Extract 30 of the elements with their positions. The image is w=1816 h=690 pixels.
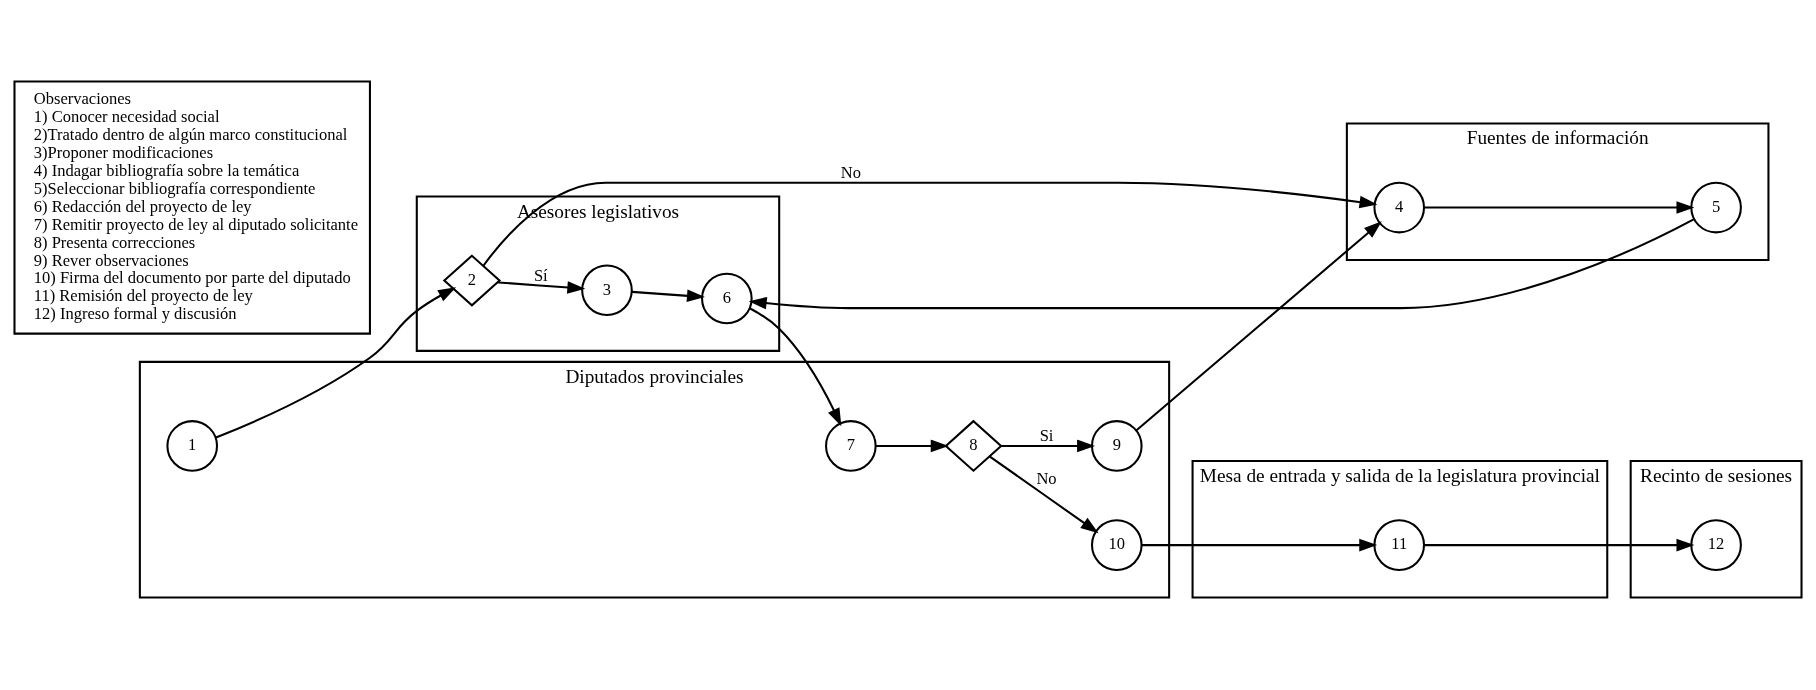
node-circle: 6 [701, 272, 753, 325]
arrow [748, 218, 1695, 310]
arrow [989, 455, 1099, 534]
node-circle: 5 [1690, 181, 1742, 234]
arrow [1001, 439, 1096, 453]
edge-label: No [840, 163, 861, 183]
node-circle: 10 [1090, 519, 1143, 571]
arrow [1424, 538, 1695, 552]
edge-label: Si [1039, 426, 1054, 446]
edge-label: Sí [533, 266, 548, 286]
node-circle: 9 [1090, 420, 1143, 472]
node-circle: 12 [1690, 519, 1742, 571]
arrow [875, 439, 949, 453]
arrow [749, 307, 842, 427]
arrow [631, 289, 705, 303]
node-diamond: 8 [944, 419, 1003, 473]
node-circle: 7 [825, 420, 877, 472]
arrow [215, 287, 457, 439]
edge-label: No [1036, 468, 1057, 488]
node-diamond: 2 [442, 254, 502, 307]
arrow [1142, 538, 1378, 552]
arrow [482, 181, 1378, 267]
node-circle: 3 [581, 264, 633, 317]
node-circle: 1 [166, 420, 219, 472]
node-box: Observaciones 1) Conocer necesidad social 2)Tratado dentro de algún marco constitucional 3)Proponer modificaciones 4) Indagar bibliografía sobre la temática 5)Seleccionar bibliografía correspondiente 6) Redacción del proyecto de ley 7) Remitir proyecto de ley al diputado solicitante 8) Presenta correcciones 9) Rever observaciones 10) Firma del documento por parte del diputado 11) Remisión del proyecto de ley 12) Ingreso formal y discusión [13, 80, 371, 335]
arrow [498, 281, 586, 294]
node-circle: 4 [1373, 181, 1426, 234]
arrow [1135, 221, 1382, 432]
node-circle: 11 [1373, 519, 1426, 571]
arrow [1424, 201, 1695, 214]
